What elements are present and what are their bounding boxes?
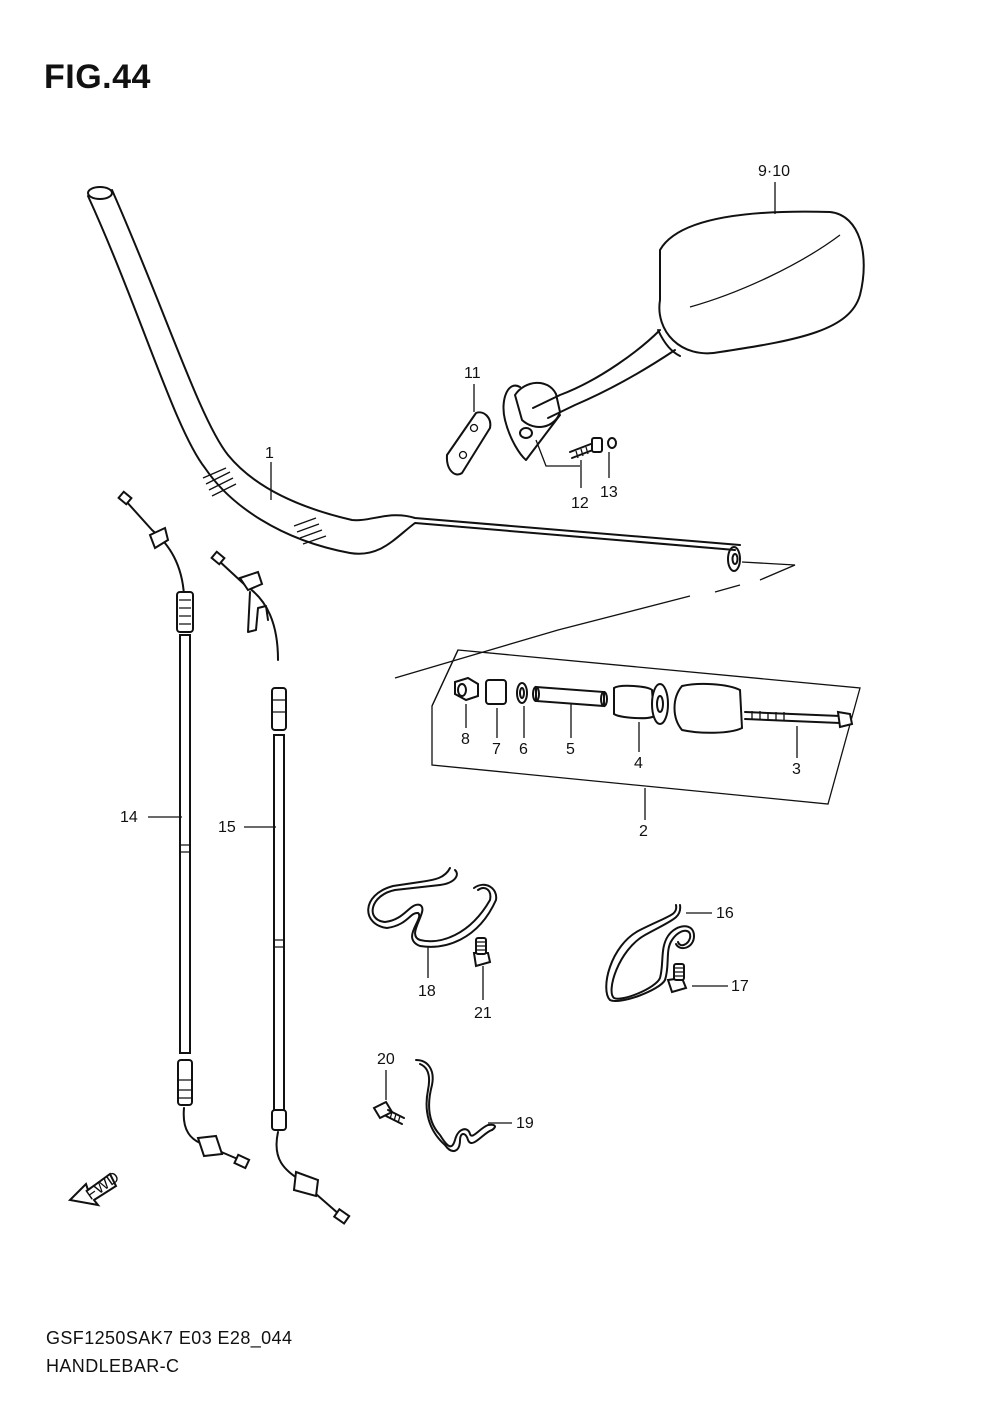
callout-4: 4 <box>634 755 643 772</box>
callout-17: 17 <box>731 978 749 995</box>
mirror-washer[interactable] <box>607 437 617 449</box>
callout-18: 18 <box>418 983 436 1000</box>
callout-2: 2 <box>639 823 648 840</box>
callout-7: 7 <box>492 741 501 758</box>
callout-13: 13 <box>600 484 618 501</box>
bolt-17[interactable] <box>666 963 688 994</box>
mirror-bolt[interactable] <box>569 437 603 459</box>
forward-arrow-icon: FWD <box>67 1169 123 1207</box>
callout-12: 12 <box>571 495 589 512</box>
callout-6: 6 <box>519 741 528 758</box>
callout-8: 8 <box>461 731 470 748</box>
handlebar[interactable] <box>87 186 741 572</box>
balancer-weight[interactable] <box>613 683 669 725</box>
callout-11: 11 <box>464 365 481 382</box>
figure-title: FIG.44 <box>44 58 151 96</box>
callout-3: 3 <box>792 761 801 778</box>
balancer-end-cap[interactable] <box>673 682 744 734</box>
callout-14: 14 <box>120 809 138 826</box>
callout-1: 1 <box>265 445 274 462</box>
balancer-spacer[interactable] <box>532 685 608 708</box>
callout-15: 15 <box>218 819 236 836</box>
clamp-18[interactable] <box>367 867 498 948</box>
callout-20: 20 <box>377 1051 395 1068</box>
throttle-cable-1[interactable] <box>117 490 251 1170</box>
mirror-plate[interactable] <box>445 411 492 476</box>
mirror[interactable] <box>502 210 865 461</box>
bolt-20[interactable] <box>372 1100 405 1125</box>
section-name: HANDLEBAR-C <box>46 1356 180 1376</box>
throttle-cable-2[interactable] <box>210 550 351 1225</box>
balancer-nut[interactable] <box>454 676 479 702</box>
clamp-19[interactable] <box>415 1059 496 1152</box>
balancer-washer[interactable] <box>516 682 528 704</box>
fwd-label: FWD <box>83 1169 123 1204</box>
balancer-assembly[interactable] <box>431 649 861 805</box>
clamp-16[interactable] <box>605 904 695 1002</box>
callout-21: 21 <box>474 1005 492 1022</box>
callout-leaders <box>148 182 798 1124</box>
balancer-collar[interactable] <box>485 679 507 705</box>
callout-16: 16 <box>716 905 734 922</box>
balancer-screw[interactable] <box>744 710 854 729</box>
model-code: GSF1250SAK7 E03 E28_044 <box>46 1328 293 1348</box>
callout-9-10: 9·10 <box>758 163 790 180</box>
bolt-21[interactable] <box>472 937 492 968</box>
callout-19: 19 <box>516 1115 534 1132</box>
callout-5: 5 <box>566 741 575 758</box>
